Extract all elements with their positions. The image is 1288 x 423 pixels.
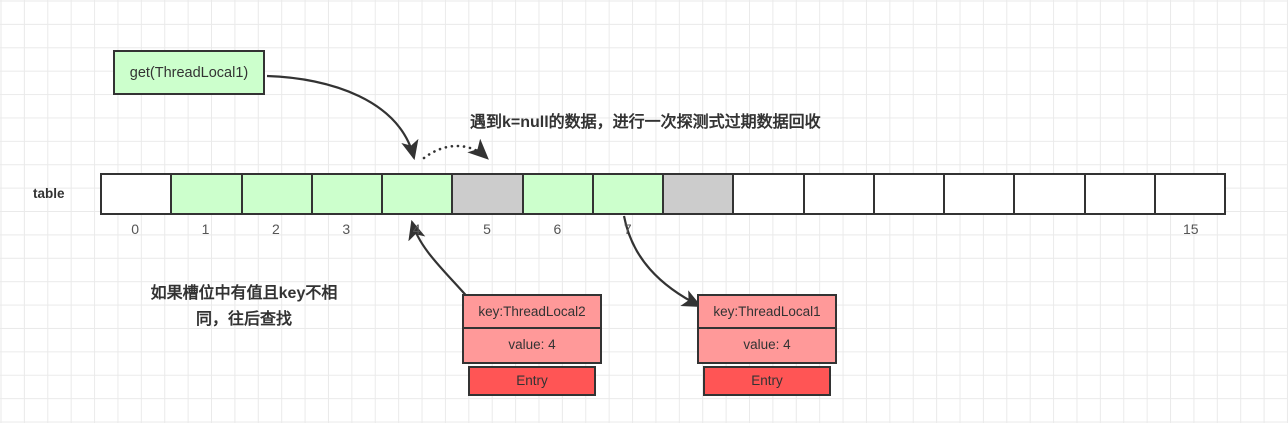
table-slot-1[interactable]: [172, 175, 243, 213]
index-label-3: 3: [342, 221, 351, 237]
table-slot-6[interactable]: [523, 175, 594, 213]
table-index-labels: 0 1 2 3 4 5 6 7 15: [100, 219, 1226, 239]
index-label-14: [1085, 219, 1155, 239]
table-slot-3[interactable]: [312, 175, 383, 213]
annotation-bottom-note-line1: 如果槽位中有值且key不相: [150, 285, 338, 302]
index-label-2: 2: [272, 221, 280, 237]
table-slot-9[interactable]: [734, 175, 805, 213]
table-slot-2[interactable]: [242, 175, 313, 213]
index-label-6: 6: [553, 221, 562, 237]
index-label-13: [1015, 219, 1085, 239]
index-label-0: 0: [131, 221, 140, 237]
table-slot-7[interactable]: [593, 175, 664, 213]
table-label: table: [33, 186, 65, 201]
entry-2-value: value: 4: [743, 337, 791, 352]
entry-card-1[interactable]: Entry key:ThreadLocal2 value: 4: [462, 294, 602, 396]
table-slot-13[interactable]: [1015, 175, 1086, 213]
table-slot-12[interactable]: [945, 175, 1016, 213]
index-label-8: [663, 219, 733, 239]
entry-1-footer: Entry: [468, 366, 596, 396]
table-slots: [100, 173, 1226, 215]
table-slot-14[interactable]: [1085, 175, 1156, 213]
entry-card-2[interactable]: Entry key:ThreadLocal1 value: 4: [697, 294, 837, 396]
table-slot-8[interactable]: [664, 175, 735, 213]
connector-get-to-slot4: [266, 74, 419, 161]
entry-2-footer: Entry: [703, 366, 831, 396]
get-call-label: get(ThreadLocal1): [129, 64, 249, 81]
table-slot-15[interactable]: [1155, 175, 1224, 213]
annotation-bottom-note: 如果槽位中有值且key不相 同，往后查找: [114, 281, 374, 333]
index-label-12: [945, 219, 1015, 239]
entry-2-body: key:ThreadLocal1 value: 4: [697, 294, 837, 364]
entry-1-body: key:ThreadLocal2 value: 4: [462, 294, 602, 364]
connector-probe-slot4-to-slot5: [422, 138, 489, 160]
index-label-4: 4: [412, 221, 421, 237]
table-slot-10[interactable]: [804, 175, 875, 213]
entry-1-value: value: 4: [508, 337, 556, 352]
index-label-11: [874, 219, 944, 239]
index-label-9: [733, 219, 803, 239]
index-label-1: 1: [201, 221, 210, 237]
index-label-5: 5: [483, 221, 491, 237]
index-label-10: [804, 219, 874, 239]
index-label-7: 7: [623, 221, 632, 237]
table-slot-4[interactable]: [383, 175, 454, 213]
entry-1-key: key:ThreadLocal2: [464, 296, 600, 329]
table-slot-11[interactable]: [874, 175, 945, 213]
index-label-15: 15: [1183, 221, 1199, 237]
get-call-box[interactable]: get(ThreadLocal1): [113, 50, 265, 95]
annotation-top-note: 遇到k=null的数据，进行一次探测式过期数据回收: [470, 114, 821, 131]
table-slot-0[interactable]: [102, 175, 173, 213]
table-slot-5[interactable]: [453, 175, 524, 213]
entry-2-key: key:ThreadLocal1: [699, 296, 835, 329]
annotation-bottom-note-line2: 同，往后查找: [195, 311, 292, 328]
